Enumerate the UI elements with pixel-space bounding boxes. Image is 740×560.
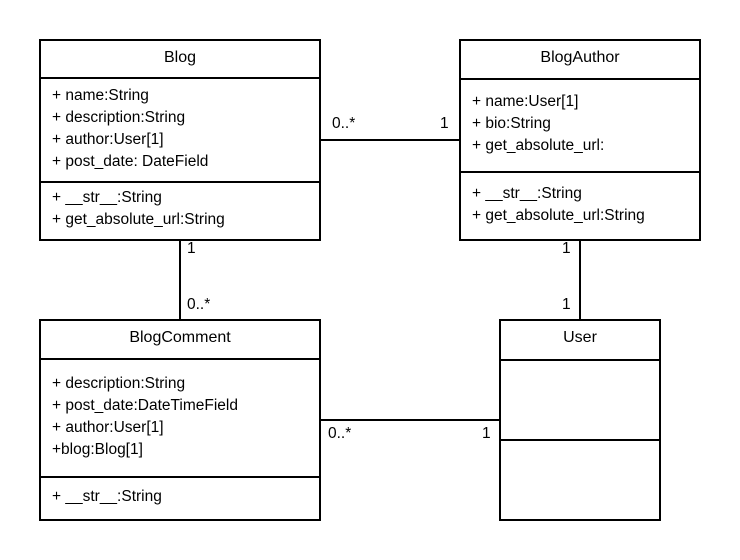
attribute: + name:String (52, 87, 149, 104)
attribute: + bio:String (472, 115, 551, 132)
class-user[interactable]: User (499, 319, 661, 521)
compartment-divider (41, 358, 319, 360)
attributes-compartment: + name:User[1] + bio:String + get_absolu… (472, 91, 695, 157)
multiplicity-blogauthor-to-user-source: 1 (562, 240, 571, 257)
attributes-compartment: + name:String + description:String + aut… (52, 85, 315, 173)
class-name: BlogComment (129, 329, 231, 346)
class-blogauthor[interactable]: BlogAuthor + name:User[1] + bio:String +… (459, 39, 701, 241)
multiplicity-blogcomment-to-user-source: 0..* (328, 425, 352, 442)
compartment-divider (41, 77, 319, 79)
attribute: + author:User[1] (52, 131, 164, 148)
class-name: User (563, 329, 597, 346)
compartment-divider (501, 359, 659, 361)
multiplicity-blog-to-blogauthor-source: 0..* (332, 115, 356, 132)
class-blog[interactable]: Blog + name:String + description:String … (39, 39, 321, 241)
attribute: + post_date: DateField (52, 153, 209, 170)
compartment-divider (461, 78, 699, 80)
operation: + __str__:String (52, 488, 162, 505)
multiplicity-blogcomment-to-user-target: 1 (482, 425, 491, 442)
attribute: + post_date:DateTimeField (52, 397, 238, 414)
class-blogcomment[interactable]: BlogComment + description:String + post_… (39, 319, 321, 521)
attribute: + name:User[1] (472, 93, 579, 110)
attribute: + get_absolute_url: (472, 137, 605, 154)
attribute: + author:User[1] (52, 419, 164, 436)
compartment-divider (501, 439, 659, 441)
operations-compartment: + __str__:String + get_absolute_url:Stri… (472, 183, 695, 227)
class-name: BlogAuthor (540, 49, 620, 66)
multiplicity-blog-to-blogcomment-target: 0..* (187, 296, 211, 313)
multiplicity-blogauthor-to-user-target: 1 (562, 296, 571, 313)
attribute: +blog:Blog[1] (52, 441, 143, 458)
multiplicity-blog-to-blogcomment-source: 1 (187, 240, 196, 257)
compartment-divider (41, 181, 319, 183)
compartment-divider (41, 476, 319, 478)
operation: + get_absolute_url:String (52, 211, 225, 228)
attribute: + description:String (52, 109, 186, 126)
operations-compartment: + __str__:String (52, 486, 315, 508)
compartment-divider (461, 171, 699, 173)
attributes-compartment: + description:String + post_date:DateTim… (52, 373, 315, 461)
multiplicity-blog-to-blogauthor-target: 1 (440, 115, 449, 132)
operation: + get_absolute_url:String (472, 207, 645, 224)
class-name: Blog (163, 49, 197, 66)
operation: + __str__:String (472, 185, 582, 202)
attribute: + description:String (52, 375, 186, 392)
operations-compartment: + __str__:String + get_absolute_url:Stri… (52, 187, 315, 231)
operation: + __str__:String (52, 189, 162, 206)
